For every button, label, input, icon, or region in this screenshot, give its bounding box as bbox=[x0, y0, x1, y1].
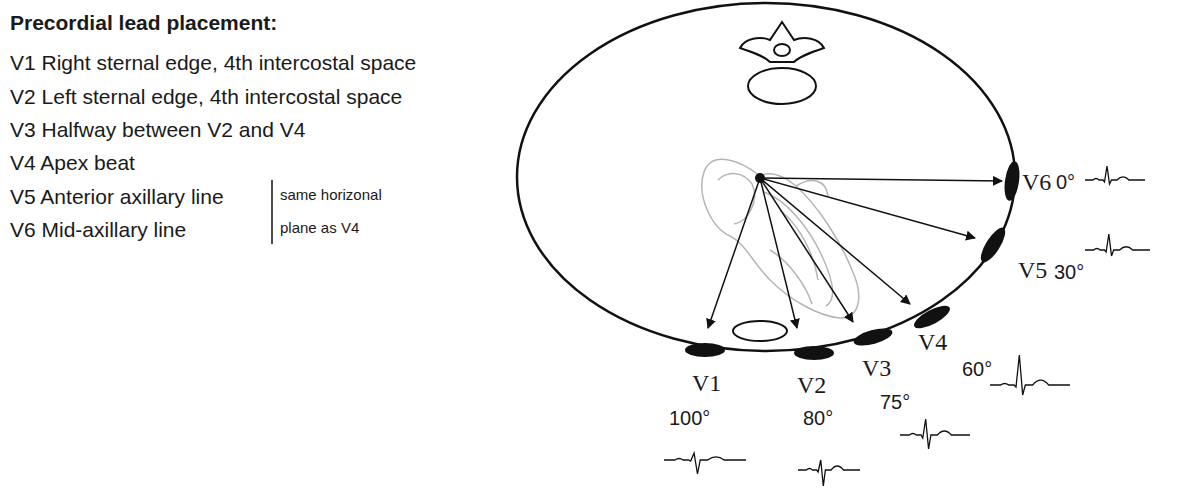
lead-name: V4 bbox=[918, 328, 947, 357]
vertebra bbox=[740, 22, 824, 104]
lead-name: V1 bbox=[692, 369, 721, 398]
ecg-trace bbox=[798, 460, 860, 486]
placement-text: V3 Halfway between V2 and V4 bbox=[10, 117, 305, 142]
heart-centre-dot bbox=[755, 173, 765, 183]
placement-text: V6 Mid-axillary line bbox=[10, 217, 186, 242]
placement-text: V5 Anterior axillary line bbox=[10, 184, 224, 209]
angle-label: 75° bbox=[880, 390, 910, 414]
ecg-waveforms bbox=[664, 166, 1150, 486]
placement-text: V1 Right sternal edge, 4th intercostal s… bbox=[10, 50, 416, 75]
sternum bbox=[733, 321, 787, 341]
bracket-note: same horizonal plane as V4 bbox=[280, 178, 405, 244]
lead-name: V3 bbox=[862, 354, 891, 383]
angle-label: 30° bbox=[1054, 260, 1084, 284]
placement-text: V4 Apex beat bbox=[10, 150, 135, 175]
chest-outline bbox=[517, 3, 1015, 351]
ecg-trace bbox=[900, 419, 970, 449]
lead-vectors bbox=[708, 178, 1002, 328]
angle-label: 0° bbox=[1056, 170, 1075, 194]
ecg-trace bbox=[990, 355, 1070, 395]
electrodes bbox=[685, 160, 1022, 360]
lead-name: V2 bbox=[797, 371, 826, 400]
ecg-trace bbox=[1085, 166, 1145, 184]
heading: Precordial lead placement: bbox=[10, 10, 277, 35]
angle-label: 80° bbox=[803, 406, 833, 430]
bracket bbox=[271, 180, 273, 244]
placement-text: V2 Left sternal edge, 4th intercostal sp… bbox=[10, 84, 402, 109]
lead-name: V6 bbox=[1022, 168, 1051, 197]
lead-name: V5 bbox=[1018, 256, 1047, 285]
ecg-trace bbox=[664, 453, 746, 474]
angle-label: 100° bbox=[669, 406, 710, 430]
angle-label: 60° bbox=[962, 357, 992, 381]
ecg-trace bbox=[1085, 234, 1150, 256]
